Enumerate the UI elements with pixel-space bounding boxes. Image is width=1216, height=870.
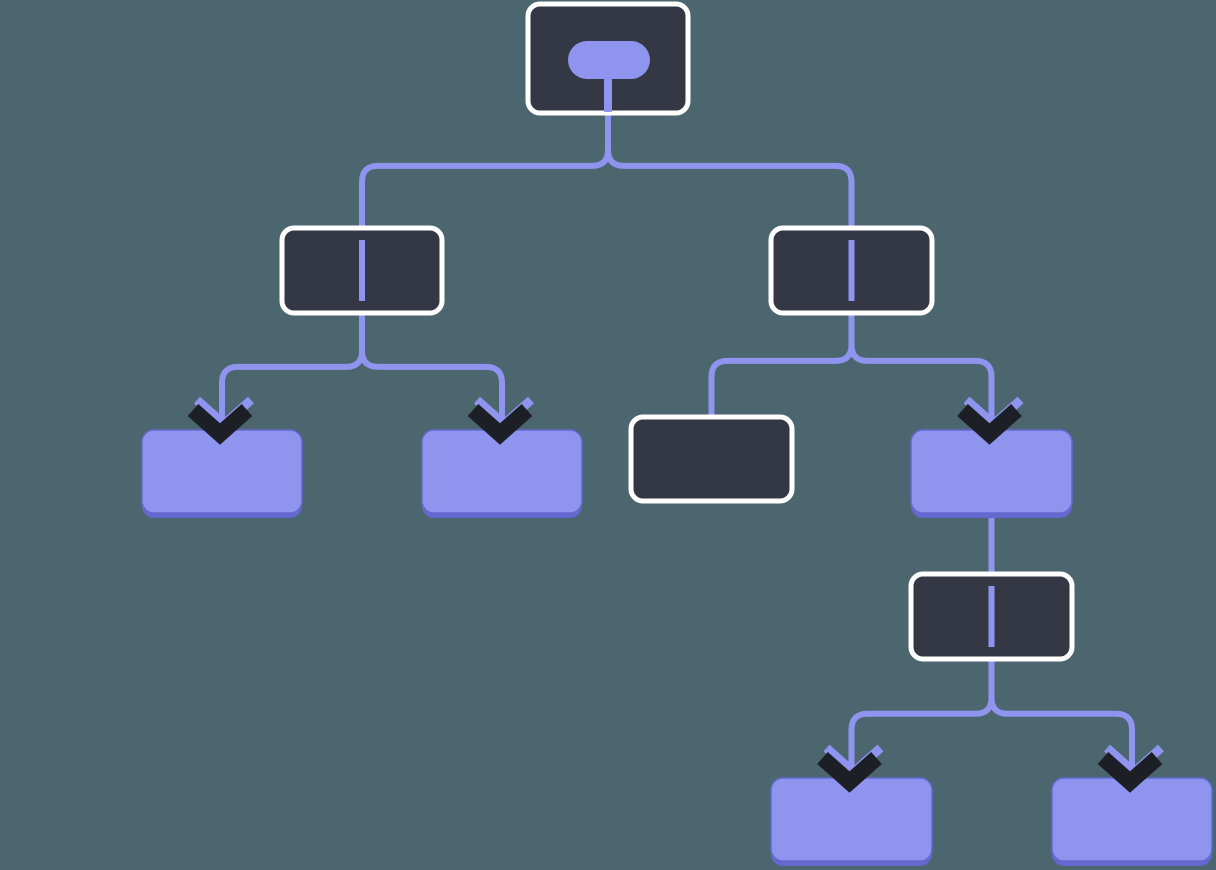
arrowhead-chevron	[817, 752, 882, 793]
connector-line	[848, 307, 995, 436]
node-l3-c[interactable]	[628, 414, 795, 504]
connector-layer	[219, 107, 1135, 784]
node-l5-b[interactable]	[1051, 777, 1213, 866]
arrowhead-chevron	[467, 404, 533, 445]
arrowhead	[817, 744, 884, 793]
arrowhead-chevron	[1097, 752, 1163, 793]
node-l3-b[interactable]	[421, 429, 583, 518]
node-l3-a[interactable]	[141, 429, 303, 518]
arrowhead-layer	[187, 396, 1164, 793]
node-body	[628, 414, 795, 504]
arrowhead	[957, 396, 1024, 445]
node-root[interactable]	[525, 1, 691, 116]
arrowhead	[1097, 744, 1164, 793]
connector-line	[605, 107, 855, 230]
arrowhead	[187, 396, 254, 445]
connector-line	[359, 307, 505, 436]
arrowhead	[467, 396, 534, 445]
node-l3-d[interactable]	[910, 429, 1073, 518]
node-l5-a[interactable]	[770, 777, 933, 866]
connector-line	[988, 653, 1135, 784]
root-badge-stem	[604, 60, 612, 112]
arrowhead-chevron	[957, 404, 1022, 445]
root-badge-pill	[568, 41, 650, 79]
node-layer	[141, 1, 1213, 866]
arrowhead-chevron	[187, 404, 253, 445]
